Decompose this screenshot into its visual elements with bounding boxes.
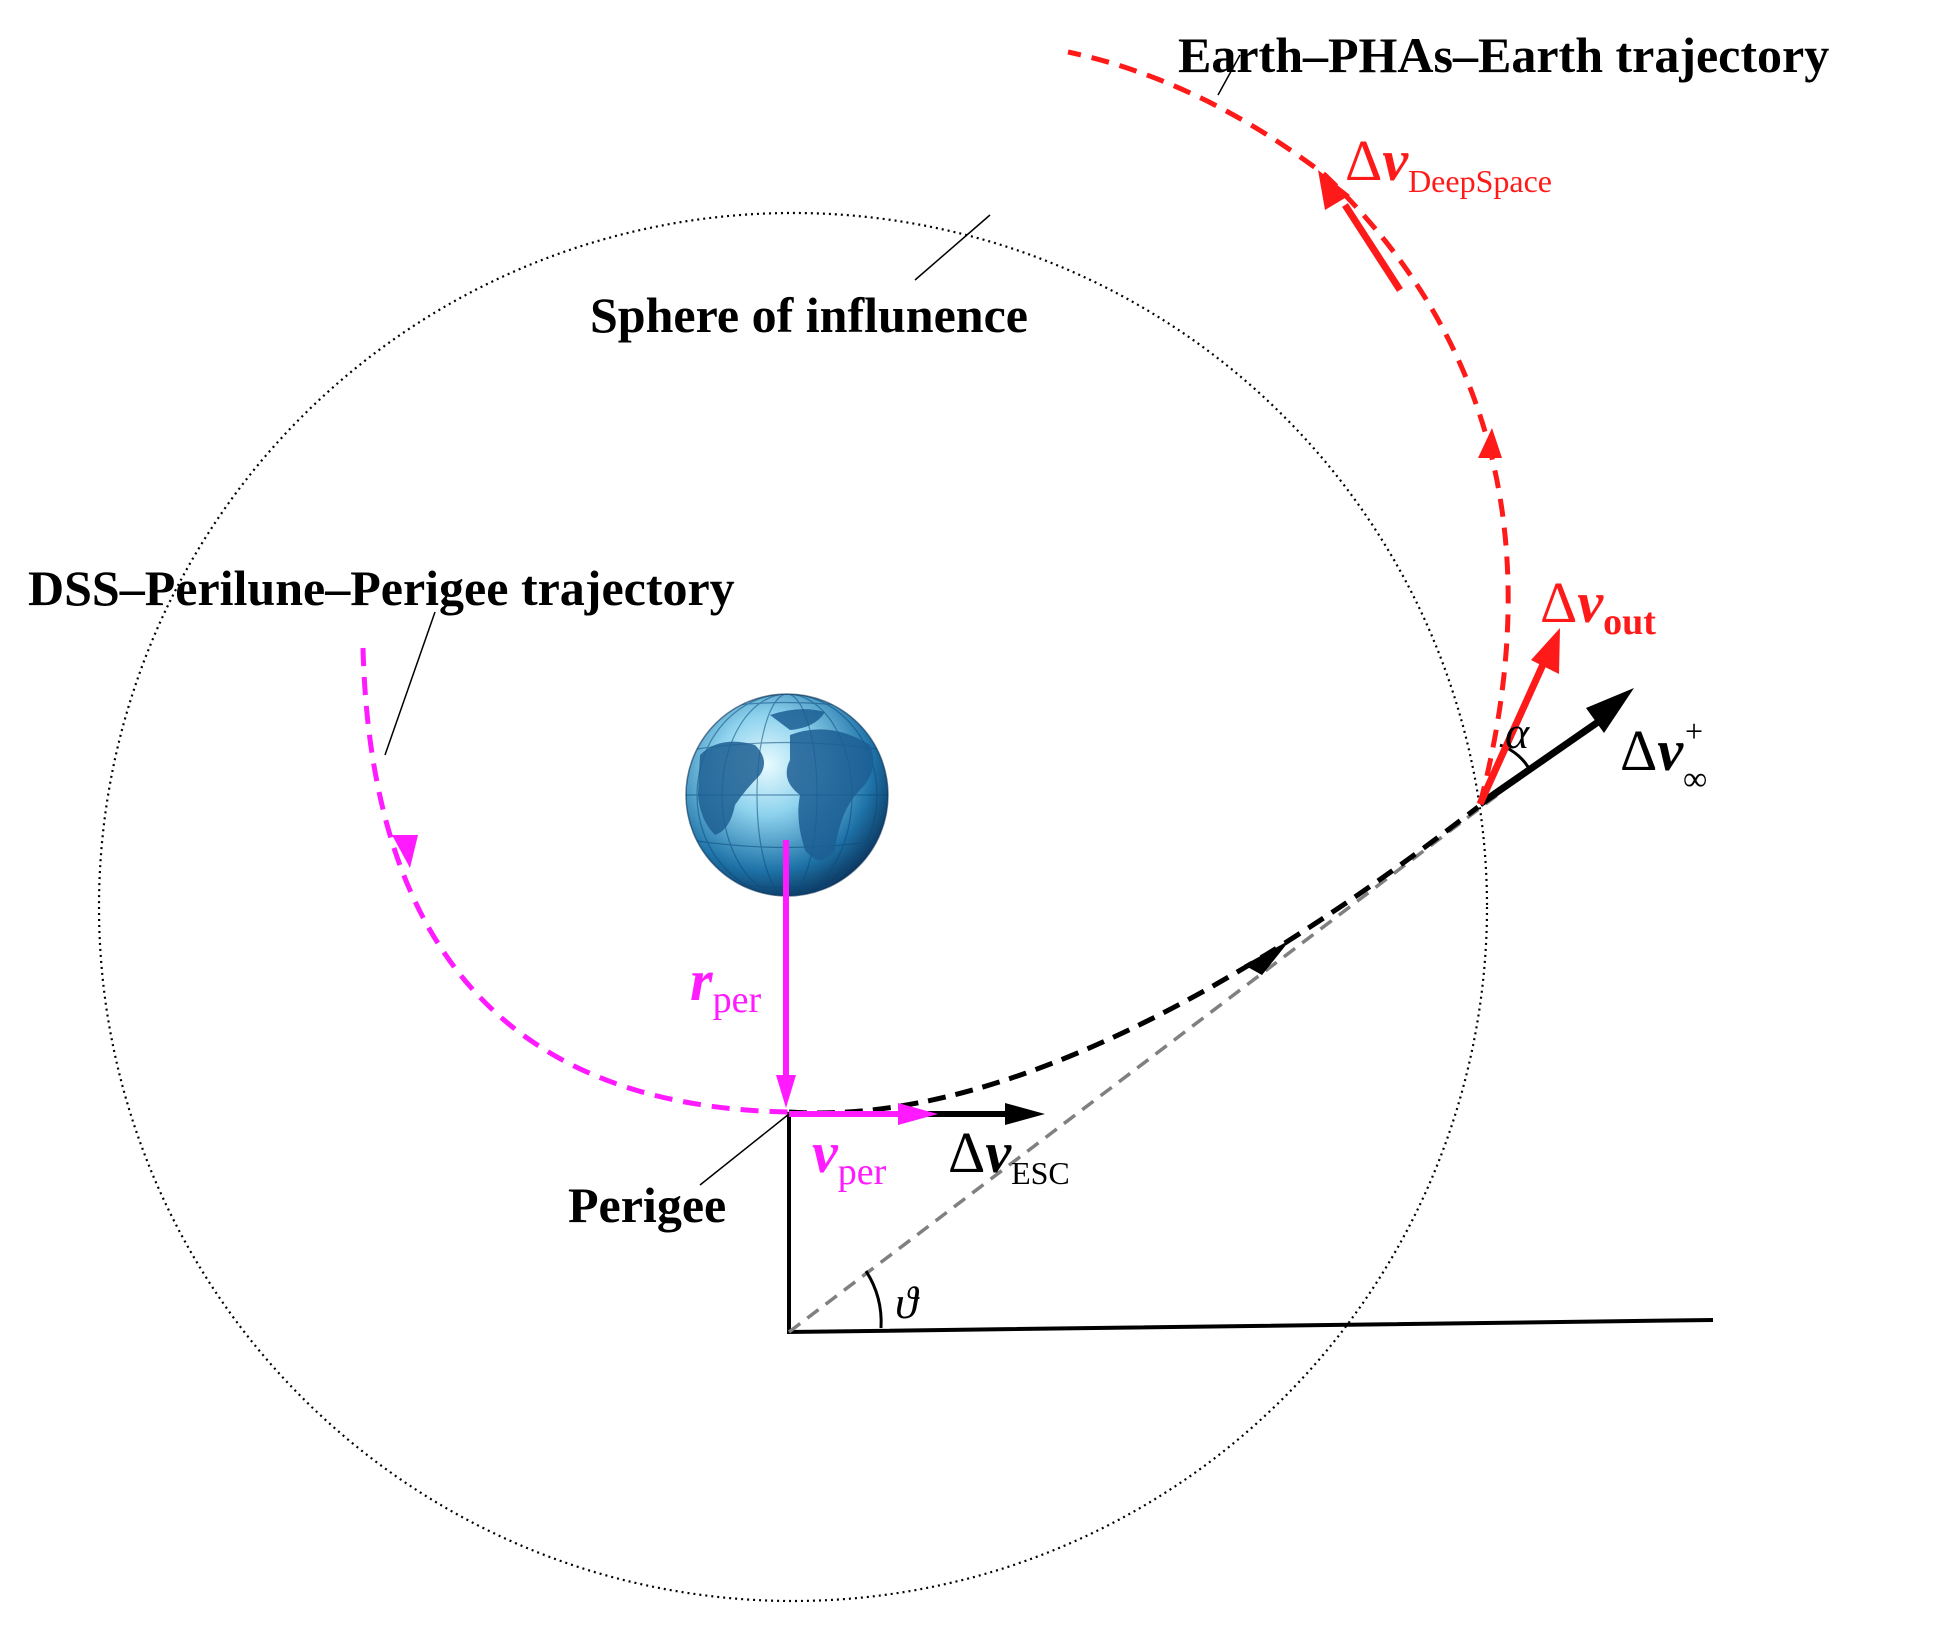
delta-v-infinity-subscript: ∞ xyxy=(1683,761,1707,798)
delta-v-deepspace-label: ΔvDeepSpace xyxy=(1345,128,1552,199)
reference-axes xyxy=(787,1112,1714,1335)
delta-v-out-label: Δvout xyxy=(1540,570,1656,643)
red-direction-arrowhead-lower xyxy=(1478,428,1502,458)
r-per-label: rper xyxy=(690,948,761,1021)
dss-leader xyxy=(384,611,436,756)
perigee-label: Perigee xyxy=(568,1177,726,1233)
earth-phas-earth-trajectory xyxy=(1067,49,1511,805)
v-per-label: vper xyxy=(812,1120,887,1193)
sphere-of-influence-circle xyxy=(97,211,1489,1603)
magenta-direction-arrowhead xyxy=(392,835,418,868)
sphere-leader xyxy=(914,214,991,281)
delta-v-infinity-vector xyxy=(1478,719,1600,807)
delta-v-deepspace-vector xyxy=(1342,203,1403,292)
delta-v-infinity-arrowhead xyxy=(1586,688,1634,733)
delta-v-deepspace-arrowhead xyxy=(1318,170,1350,210)
delta-v-esc-arrowhead xyxy=(1005,1103,1045,1125)
alpha-angle-label: α xyxy=(1505,707,1530,758)
theta-angle-label: ϑ xyxy=(895,1277,920,1328)
r-per-arrowhead xyxy=(776,1075,796,1108)
dss-perilune-perigee-label: DSS–Perilune–Perigee trajectory xyxy=(28,560,735,616)
earth-icon xyxy=(685,693,889,897)
earth-phas-earth-leader xyxy=(1217,54,1241,96)
dss-perilune-perigee-trajectory xyxy=(360,647,790,1115)
delta-v-esc-label: ΔvESC xyxy=(948,1120,1070,1191)
sphere-of-influence-label: Sphere of influnence xyxy=(590,287,1028,343)
delta-v-infinity-superscript: + xyxy=(1685,713,1703,749)
perigee-leader xyxy=(699,1113,790,1186)
delta-v-out-arrowhead xyxy=(1531,628,1560,674)
theta-angle-arc xyxy=(864,1270,883,1329)
earth-phas-earth-label: Earth–PHAs–Earth trajectory xyxy=(1178,27,1829,83)
escape-hyperbola-trajectory xyxy=(788,805,1480,1116)
asymptote-line xyxy=(787,791,1502,1334)
delta-v-out-vector xyxy=(1476,658,1549,806)
escape-direction-arrowhead xyxy=(1244,940,1290,975)
delta-v-infinity-label: Δv xyxy=(1620,718,1684,783)
v-per-arrowhead xyxy=(898,1103,938,1125)
